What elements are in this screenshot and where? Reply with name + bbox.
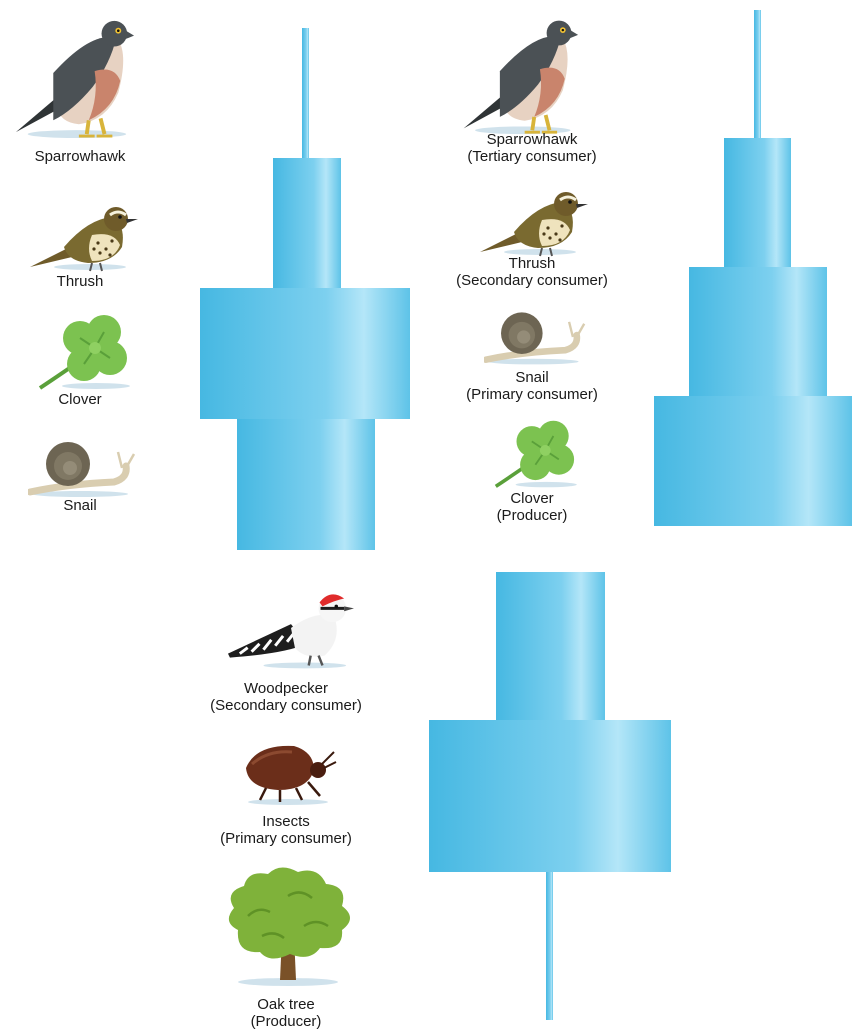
pyramid-a-bar-clover: [200, 288, 410, 419]
species-label: Snail (Primary consumer): [442, 369, 622, 403]
species-label: Sparrowhawk: [0, 148, 160, 165]
species-label: Insects (Primary consumer): [176, 813, 396, 847]
pyramid-b-bar-thrush: [724, 138, 791, 267]
oak-tree-icon: [218, 862, 358, 990]
species-label: Thrush: [0, 273, 160, 290]
thrush-icon: [28, 193, 138, 273]
species-label: Oak tree (Producer): [176, 996, 396, 1030]
species-label: Woodpecker (Secondary consumer): [176, 680, 396, 714]
pyramid-c-bar-insects: [429, 720, 671, 872]
species-label: Sparrowhawk (Tertiary consumer): [442, 131, 622, 165]
species-label: Snail: [0, 497, 160, 514]
pyramid-a-bar-thrush: [273, 158, 341, 288]
pyramid-a-bar-sparrowhawk: [302, 28, 309, 158]
woodpecker-icon: [226, 590, 354, 670]
species-label: Clover: [0, 391, 160, 408]
snail-icon: [28, 438, 138, 498]
pyramid-c-bar-woodpecker: [496, 572, 605, 720]
insect-icon: [238, 738, 338, 808]
pyramid-b-bar-sparrowhawk: [754, 10, 761, 138]
species-label: Thrush (Secondary consumer): [442, 255, 622, 289]
sparrowhawk-icon: [8, 12, 136, 140]
pyramid-c-bar-oak-tree: [546, 872, 553, 1020]
clover-icon: [494, 418, 584, 490]
pyramid-a-bar-snail: [237, 419, 375, 550]
pyramid-b-bar-snail: [689, 267, 827, 396]
pyramid-b-bar-clover: [654, 396, 852, 526]
species-label: Clover (Producer): [442, 490, 622, 524]
snail-icon: [484, 308, 588, 366]
sparrowhawk-icon: [456, 12, 580, 136]
thrush-icon: [478, 178, 588, 258]
clover-icon: [38, 312, 138, 392]
